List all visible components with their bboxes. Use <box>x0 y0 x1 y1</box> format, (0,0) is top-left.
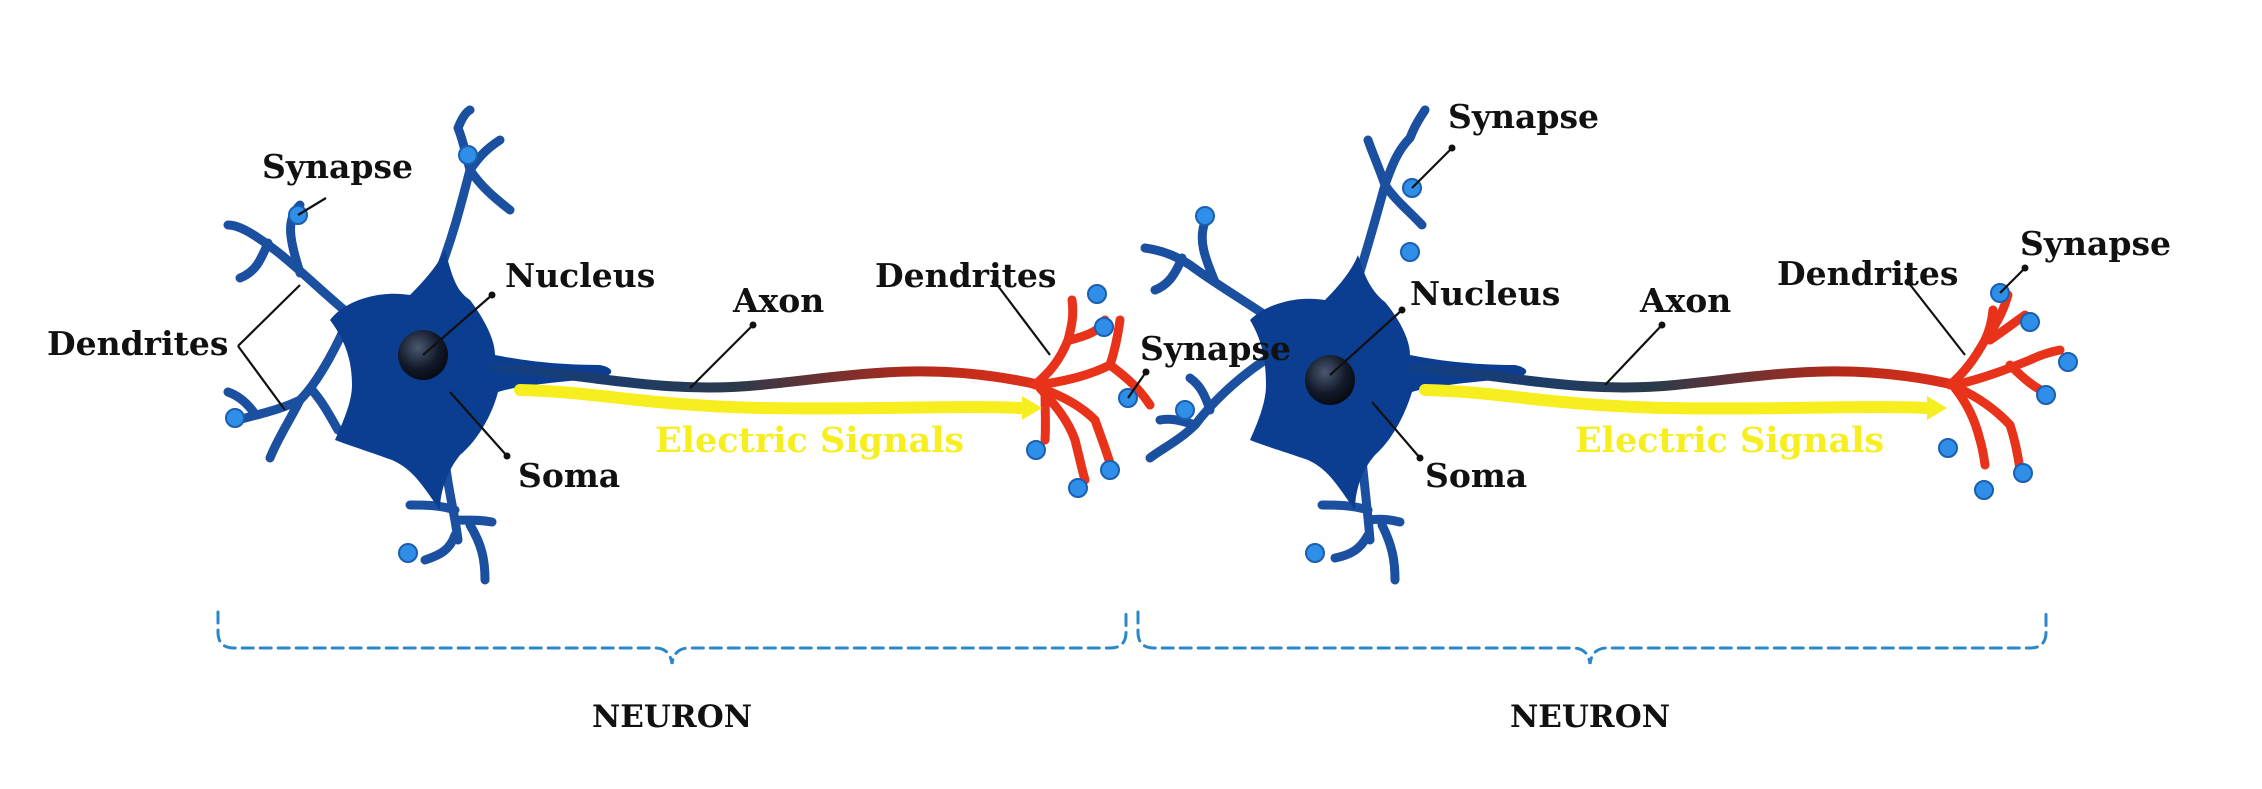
label-nucleus-2: Nucleus <box>1410 274 1560 313</box>
neuron-2 <box>1140 105 2065 585</box>
leader-lines <box>237 144 2029 462</box>
caption-neuron-2: NEURON <box>1510 699 1670 735</box>
label-dendrites-1: Dendrites <box>47 324 228 363</box>
terminal-blobs <box>225 145 2078 563</box>
neuron-2-axon <box>1405 363 1960 393</box>
bracket-neuron-1 <box>216 610 1128 665</box>
neuron-1-axon-terminals <box>1030 295 1155 485</box>
label-synapse-2b: Synapse <box>1140 329 1291 368</box>
label-electric-signals-2: Electric Signals <box>1575 420 1884 461</box>
label-soma-1: Soma <box>518 456 620 495</box>
label-axon-1: Axon <box>732 281 824 320</box>
signal-arrow-2 <box>1419 384 1947 420</box>
bracket-neuron-2 <box>1136 610 2048 665</box>
neuron-brackets <box>216 610 2048 665</box>
neuron-2-soma <box>1250 255 1527 510</box>
label-electric-signals-1: Electric Signals <box>655 420 964 461</box>
neuron-2-axon-terminals <box>1945 290 2065 475</box>
neuron-1 <box>223 105 1155 585</box>
label-axon-2: Axon <box>1639 281 1731 320</box>
neuron-2-nucleus <box>1305 355 1355 405</box>
label-dendrites-1b: Dendrites <box>875 256 1056 295</box>
caption-neuron-1: NEURON <box>592 699 752 735</box>
neuron-1-axon <box>490 363 1045 393</box>
labels: Synapse Dendrites Nucleus Soma Axon Dend… <box>47 97 2171 495</box>
label-soma-2: Soma <box>1425 456 1527 495</box>
label-synapse-2a: Synapse <box>1448 97 1599 136</box>
label-nucleus-1: Nucleus <box>505 256 655 295</box>
neuron-1-soma <box>330 250 612 510</box>
label-synapse-2c: Synapse <box>2020 224 2171 263</box>
label-synapse-1a: Synapse <box>262 147 413 186</box>
neuron-2-dendrites <box>1140 105 1430 585</box>
neuron-1-dendrites <box>223 105 515 585</box>
label-dendrites-2: Dendrites <box>1777 254 1958 293</box>
signal-arrow-1 <box>514 384 1042 420</box>
